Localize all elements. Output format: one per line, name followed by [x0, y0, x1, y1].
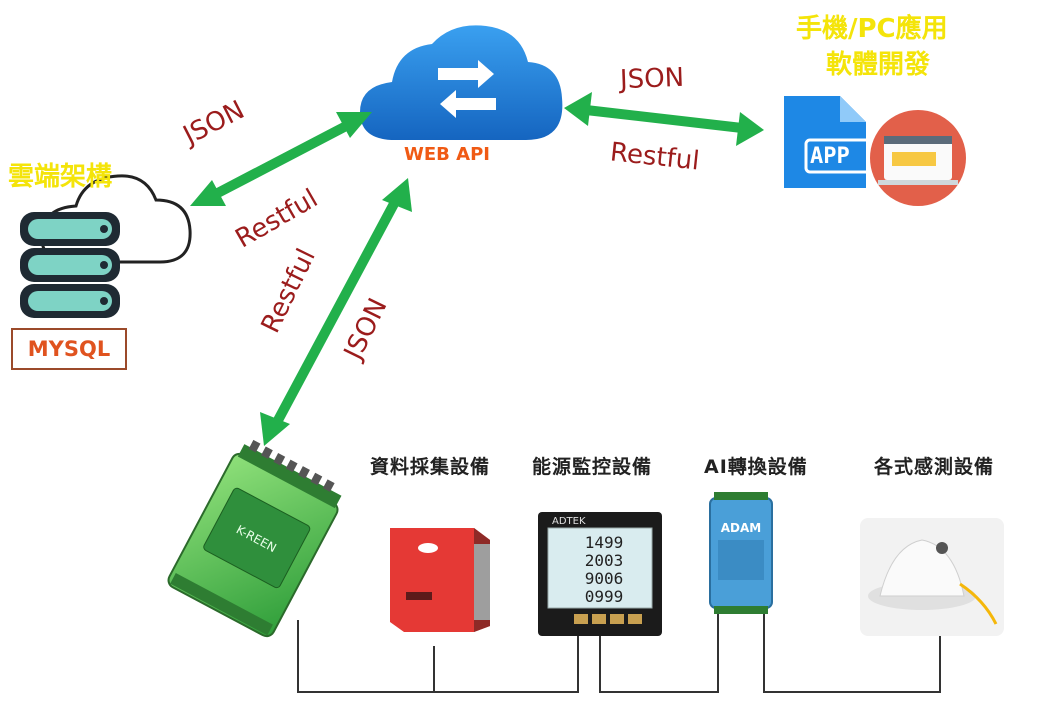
- meter-reading-1: 1499: [585, 533, 624, 552]
- ai-brand-text: ADAM: [721, 521, 761, 535]
- app-icon-text: APP: [810, 144, 850, 169]
- meter-reading-3: 9006: [585, 569, 624, 588]
- arrow-api-device: [260, 178, 412, 446]
- meter-reading-4: 0999: [585, 587, 624, 606]
- red-controller-device: [390, 528, 490, 632]
- app-pc-icon: [784, 96, 966, 206]
- web-api-cloud-icon: [360, 25, 563, 141]
- mysql-label: MYSQL: [27, 337, 111, 361]
- device-label-data-acquisition: 資料採集設備: [370, 456, 491, 478]
- mysql-label-box: MYSQL: [11, 328, 127, 370]
- device-label-sensors: 各式感測設備: [874, 456, 995, 478]
- meter-reading-2: 2003: [585, 551, 624, 570]
- cloud-architecture-label: 雲端架構: [8, 162, 113, 192]
- app-label-line2: 軟體開發: [826, 50, 931, 80]
- device-label-energy-monitor: 能源監控設備: [532, 456, 653, 478]
- data-acquisition-module: K-REEN: [167, 439, 342, 638]
- app-label-line1: 手機/PC應用: [796, 14, 948, 44]
- energy-meter-device: ADTEK 1499 2003 9006 0999: [538, 512, 662, 636]
- cloud-database-icon: [20, 174, 192, 318]
- wiring: [297, 614, 941, 693]
- sensor-device: [860, 518, 1004, 636]
- ai-converter-device: ADAM: [709, 492, 773, 614]
- web-api-label: WEB API: [404, 144, 490, 165]
- arrow-api-app: [564, 92, 764, 146]
- app-json-label: JSON: [619, 62, 685, 96]
- arrow-api-database: [190, 112, 372, 206]
- device-label-ai-converter: AI轉換設備: [704, 456, 808, 478]
- meter-brand-text: ADTEK: [552, 516, 586, 527]
